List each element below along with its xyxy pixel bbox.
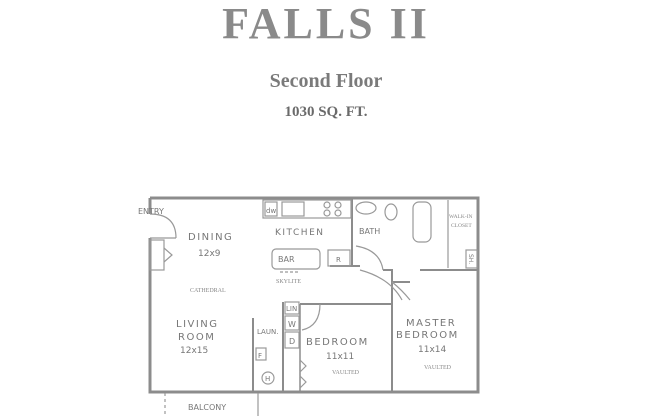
- washer-label: W: [288, 320, 296, 329]
- bath-label: BATH: [359, 227, 380, 236]
- floor-subtitle: Second Floor: [269, 70, 383, 92]
- master-bedroom-size: 11x14: [418, 345, 447, 355]
- dining-label: DINING: [188, 232, 233, 243]
- living-room-label-2: ROOM: [178, 332, 215, 343]
- bar-label: BAR: [278, 255, 295, 264]
- kitchen-label: KITCHEN: [275, 228, 325, 238]
- linen-label: LIN: [286, 305, 297, 313]
- heater-label: H: [265, 375, 270, 383]
- outer-wall: [150, 196, 480, 394]
- master-vaulted-label: VAULTED: [424, 365, 452, 371]
- laundry-label: LAUN.: [257, 328, 278, 336]
- cathedral-label: CATHEDRAL: [190, 288, 226, 294]
- balcony-label: BALCONY: [188, 403, 226, 412]
- living-room-size: 12x15: [180, 346, 208, 356]
- shelf-label: SH.: [467, 254, 474, 264]
- bedroom-vaulted-label: VAULTED: [332, 370, 360, 376]
- master-bedroom-label-2: BEDROOM: [396, 330, 459, 341]
- walk-in-closet-label: WALK-IN: [449, 214, 473, 220]
- refrigerator-label: R: [336, 256, 341, 264]
- dishwasher-label: dw: [266, 207, 276, 215]
- master-bedroom-label: MASTER: [406, 318, 456, 329]
- walk-in-closet-label-2: CLOSET: [451, 223, 472, 229]
- dining-size: 12x9: [198, 249, 221, 259]
- square-footage: 1030 SQ. FT.: [284, 104, 368, 120]
- bedroom-label: BEDROOM: [306, 337, 369, 348]
- bedroom-size: 11x11: [326, 352, 354, 362]
- living-room-label: LIVING: [176, 319, 219, 330]
- page-title: FALLS II: [222, 0, 430, 48]
- skylite-label: SKYLITE: [276, 279, 301, 285]
- entry-label: ENTRY: [138, 207, 164, 216]
- furnace-label: F: [258, 352, 262, 360]
- dryer-label: D: [289, 337, 295, 346]
